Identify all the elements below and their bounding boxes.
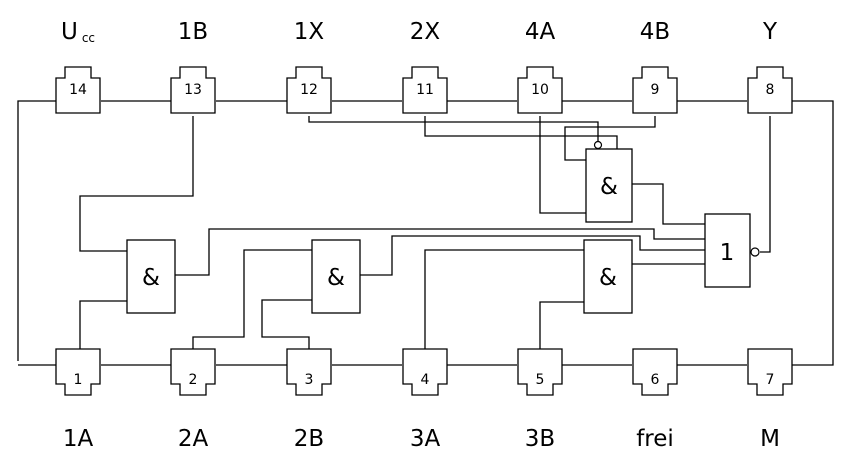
gates: & & & & 1: [126, 140, 760, 314]
wire-2x-to-gate4: [424, 116, 618, 149]
wire-right-rail: [792, 100, 834, 366]
pin-14-number: 14: [69, 82, 87, 98]
pin-6-label: frei: [636, 426, 674, 452]
pin-2-label: 2A: [178, 426, 209, 452]
pin-1: 1 1A: [55, 348, 101, 452]
pin-4: 4 3A: [402, 348, 448, 452]
pin-3-number: 3: [305, 372, 314, 388]
pin-8: 8Y: [747, 19, 793, 114]
pin-6: 6 frei: [632, 348, 678, 452]
wire-4b-to-gate4: [564, 116, 656, 161]
pin-7-body: [747, 348, 793, 396]
pin-13-body: [170, 66, 216, 114]
pin-13-label: 1B: [178, 19, 208, 45]
pin-1-number: 1: [74, 372, 83, 388]
wires: [17, 100, 834, 366]
and-gate-2: &: [311, 239, 361, 314]
and-gate-1: &: [126, 239, 176, 314]
and-gate-3-symbol: &: [599, 265, 617, 291]
pin-10-label: 4A: [525, 19, 556, 45]
and-gate-4-expander-bubble: [593, 140, 603, 150]
wire-4a-to-gate4: [539, 116, 586, 214]
pin-9-body: [632, 66, 678, 114]
or-gate: 1: [704, 213, 760, 288]
wire-2a-to-gate2: [192, 249, 312, 349]
pin-10: 10 4A: [517, 19, 563, 114]
wire-1b-to-gate1: [79, 116, 194, 252]
pin-2-body: [170, 348, 216, 396]
wire-gate1-to-or: [175, 228, 705, 276]
pin-5-body: [517, 348, 563, 396]
pin-7: 7M: [747, 348, 793, 452]
pin-13: 13 1B: [170, 19, 216, 114]
pin-5-number: 5: [536, 372, 545, 388]
wire-gate4-to-or: [632, 183, 705, 225]
wire-1a-to-gate1: [79, 300, 127, 349]
pin-5: 5 3B: [517, 348, 563, 452]
or-gate-symbol: 1: [720, 240, 735, 266]
wire-top-bus: [17, 100, 56, 361]
pin-1-body: [55, 348, 101, 396]
pin-7-number: 7: [766, 372, 775, 388]
and-gate-4-symbol: &: [600, 174, 618, 200]
wire-or-to-y: [760, 116, 771, 253]
and-gate-4: &: [585, 140, 633, 223]
pin-14-body: [55, 66, 101, 114]
or-gate-inverter-bubble: [750, 247, 760, 257]
pin-7-label: M: [760, 426, 780, 452]
pin-4-label: 3A: [410, 426, 441, 452]
pin-11-body: [402, 66, 448, 114]
pin-2: 2 2A: [170, 348, 216, 452]
and-gate-1-symbol: &: [142, 265, 160, 291]
pin-11: 11 2X: [402, 19, 448, 114]
pin-12-label: 1X: [294, 19, 325, 45]
wire-3b-to-gate3: [539, 301, 584, 349]
pin-6-number: 6: [651, 372, 660, 388]
pin-2-number: 2: [189, 372, 198, 388]
pin-10-number: 10: [531, 82, 549, 98]
pin-12-body: [286, 66, 332, 114]
pin-3-label: 2B: [294, 426, 324, 452]
wire-1x-to-gate4: [308, 116, 599, 141]
pin-3-body: [286, 348, 332, 396]
pin-11-number: 11: [416, 82, 434, 98]
pin-9-number: 9: [651, 82, 660, 98]
pin-1-label: 1A: [63, 426, 94, 452]
pin-12-number: 12: [300, 82, 318, 98]
pin-8-number: 8: [766, 82, 775, 98]
pin-11-label: 2X: [410, 19, 441, 45]
pin-8-body: [747, 66, 793, 114]
wire-gate2-to-or: [360, 235, 705, 276]
pin-4-body: [402, 348, 448, 396]
pin-3: 3 2B: [286, 348, 332, 452]
pin-9-label: 4B: [640, 19, 670, 45]
pin-13-number: 13: [184, 82, 202, 98]
pin-8-label: Y: [762, 19, 778, 45]
and-gate-3: &: [583, 239, 633, 314]
and-gate-2-symbol: &: [327, 265, 345, 291]
pin-9: 9 4B: [632, 19, 678, 114]
pin-10-body: [517, 66, 563, 114]
pin-4-number: 4: [421, 372, 430, 388]
wire-3a-to-gate3: [424, 249, 584, 349]
wire-2b-to-gate2: [261, 299, 312, 349]
pin-6-body: [632, 348, 678, 396]
pin-12: 12 1X: [286, 19, 332, 114]
pin-5-label: 3B: [525, 426, 555, 452]
